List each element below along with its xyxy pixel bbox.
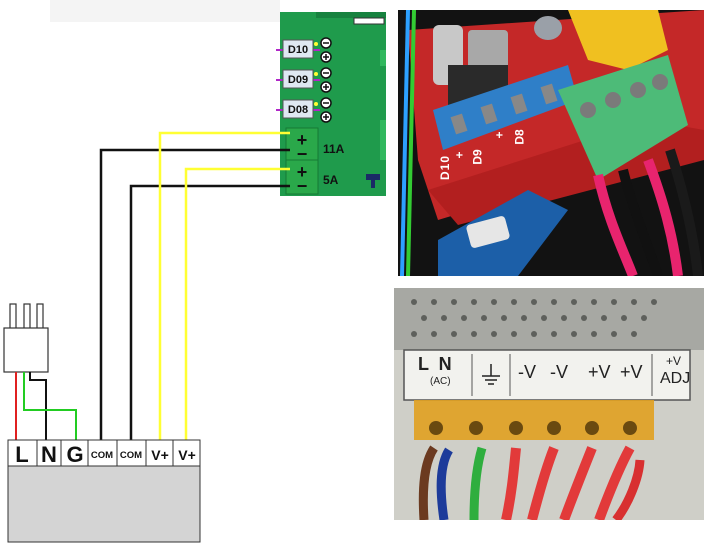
wire-com-1	[99, 148, 290, 445]
photo-board-illustration	[398, 10, 704, 276]
terminal-vplus-1: V+	[151, 447, 169, 463]
wire-ground	[23, 372, 77, 445]
wire-vplus-1	[158, 131, 290, 445]
minus-5a: −	[297, 176, 308, 196]
header-pins	[353, 17, 385, 25]
rating-11a: 11A	[323, 142, 345, 156]
photo-board-closeup: D10 + D9 + D8	[398, 10, 704, 276]
psu-panel-label-minus-2: -V	[550, 362, 568, 382]
plus-11a: +	[297, 130, 308, 150]
terminal-com-1: COM	[91, 450, 113, 461]
control-board: D10 D09 D08 + − + − 11A 5A	[276, 12, 386, 196]
psu-panel-label-adj-v: +V	[666, 354, 682, 368]
wire-neutral	[29, 372, 47, 445]
terminal-block-5a	[285, 159, 319, 195]
wires	[99, 131, 290, 445]
photo-label-plus-2: +	[492, 131, 507, 139]
minus-11a: −	[297, 144, 308, 164]
plug-body	[3, 327, 49, 373]
ac-plug	[3, 303, 49, 373]
photo-psu-terminals: L N (AC) -V -V +V +V +V ADJ	[394, 288, 704, 520]
terminal-com-2: COM	[120, 450, 142, 461]
label-d09: D09	[288, 74, 308, 86]
psu-panel-label-ac: (AC)	[430, 376, 451, 387]
plus-5a: +	[297, 162, 308, 182]
rating-5a: 5A	[323, 173, 339, 187]
pad-column	[320, 37, 332, 123]
terminal-block-11a	[285, 127, 319, 163]
psu-body	[7, 465, 201, 543]
psu-panel-label-plus-2: +V	[620, 362, 643, 382]
photo-label-d9: D9	[470, 149, 485, 165]
background-strip	[50, 0, 280, 22]
power-supply: L N G COM COM V+ V+	[7, 439, 201, 543]
wire-vplus-2	[184, 167, 290, 445]
psu-panel-label-minus-1: -V	[518, 362, 536, 382]
terminal-L: L	[15, 442, 28, 467]
label-box-d10	[282, 39, 314, 59]
label-d08: D08	[288, 104, 308, 116]
psu-terminal-strip	[7, 439, 201, 467]
terminal-N: N	[41, 442, 57, 467]
label-d10: D10	[288, 44, 308, 56]
psu-panel-label-adj: ADJ	[660, 370, 691, 387]
wire-com-2	[129, 184, 290, 445]
label-box-d09	[282, 69, 314, 89]
label-box-d08	[282, 99, 314, 119]
photo-label-d10: D10	[438, 154, 452, 180]
photo-label-d8: D8	[512, 129, 527, 145]
terminal-G: G	[66, 442, 83, 467]
terminal-vplus-2: V+	[178, 447, 196, 463]
photo-psu-illustration	[394, 288, 704, 520]
photo-label-plus-1: +	[452, 151, 467, 159]
psu-panel-label-plus-1: +V	[588, 362, 611, 382]
psu-panel-label-ln: L N	[418, 354, 452, 374]
photo-board-labels: D10	[438, 155, 452, 180]
